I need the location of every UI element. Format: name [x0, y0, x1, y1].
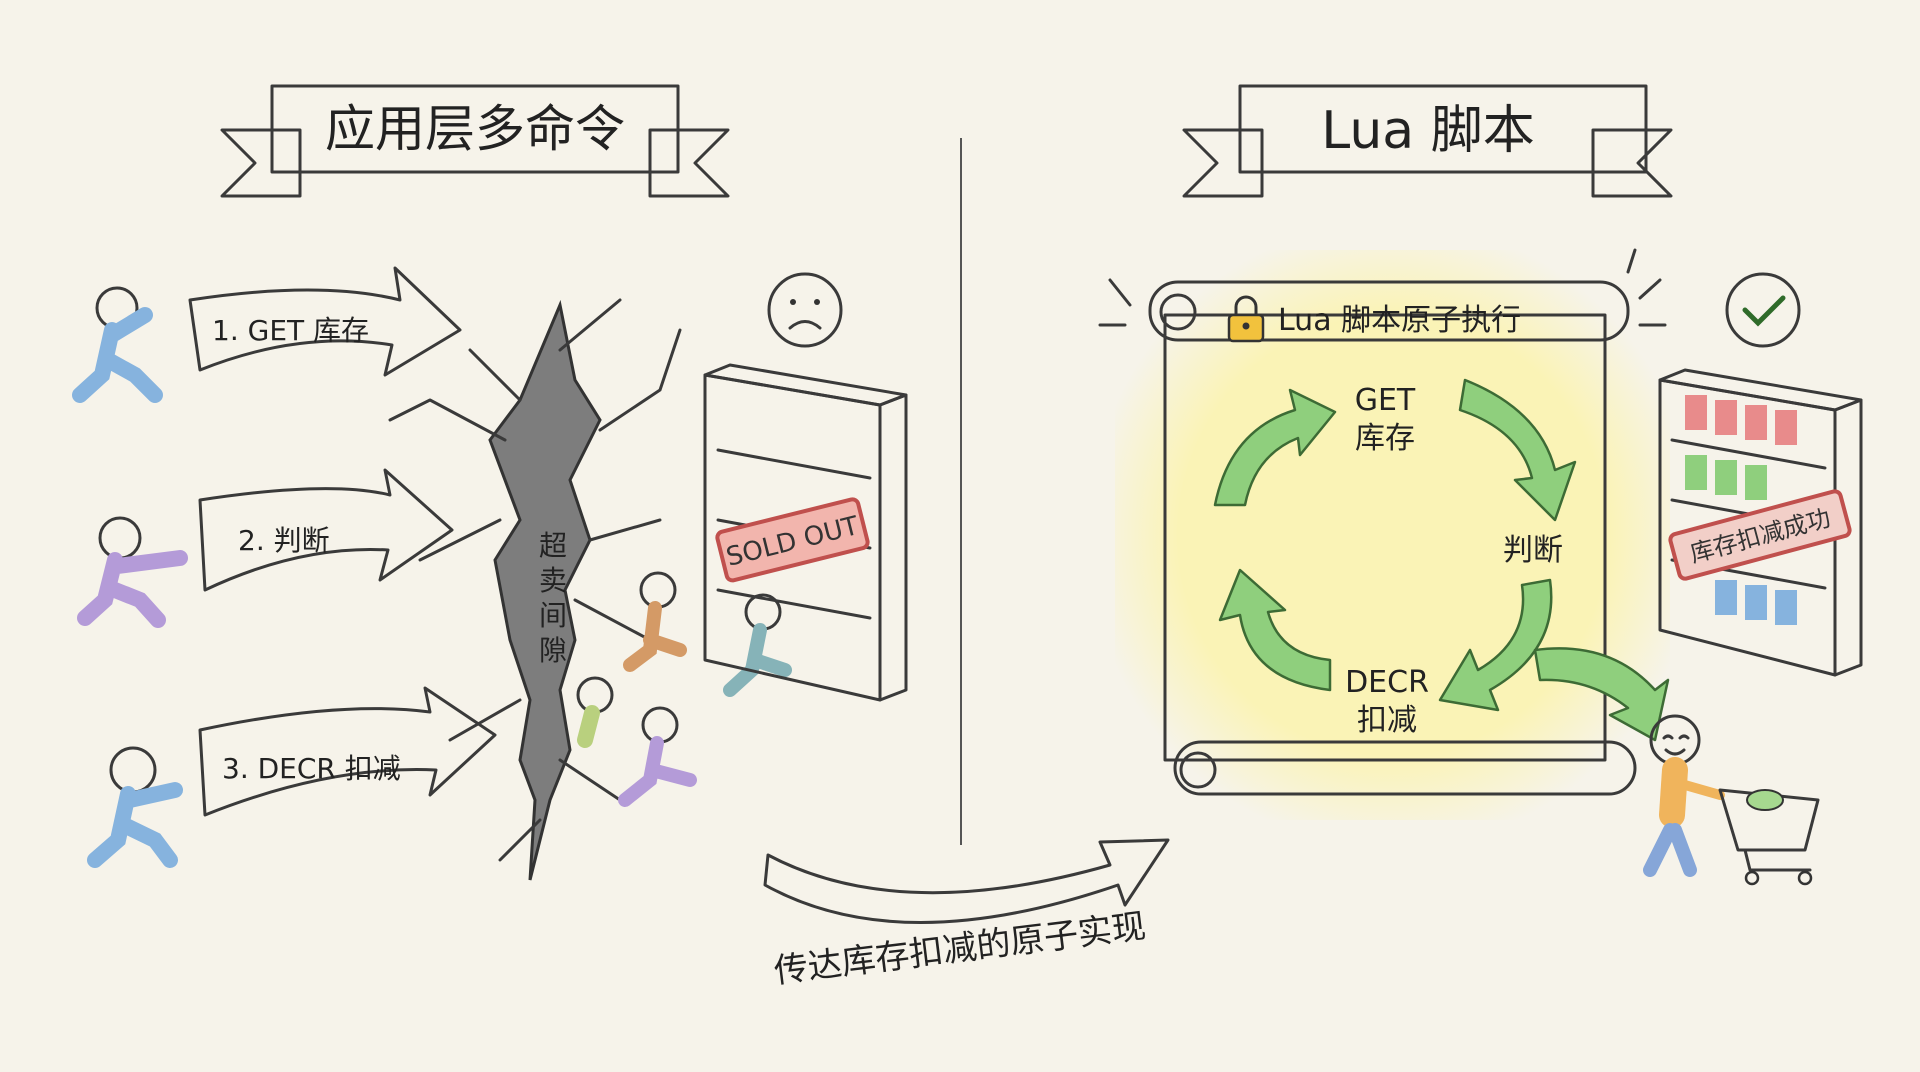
cycle-arrow	[1438, 578, 1553, 712]
step-arrow-judge: 2. 判断	[198, 468, 454, 592]
left-title-banner: 应用层多命令	[220, 84, 730, 198]
crack-label-char: 隙	[539, 634, 567, 667]
check-circle-icon	[1725, 272, 1801, 348]
cycle-get-label-2: 库存	[1355, 421, 1415, 456]
transition-arrow: 传达库存扣减的原子实现	[763, 838, 1170, 992]
step-label: 1. GET 库存	[212, 314, 369, 347]
step-label: 2. 判断	[238, 524, 330, 557]
scroll-title: Lua 脚本原子执行	[1278, 303, 1521, 338]
step-arrow-get: 1. GET 库存	[188, 266, 462, 377]
crack: 超 卖 间 隙	[388, 298, 682, 881]
lua-script-scroll: Lua 脚本原子执行	[1098, 248, 1670, 820]
sold-out-sign: SOLD OUT	[715, 497, 870, 583]
cycle-decr-label: DECR	[1345, 665, 1429, 700]
step-label: 3. DECR 扣减	[222, 752, 401, 785]
sad-face-icon	[767, 272, 843, 348]
crack-label-char: 卖	[539, 564, 567, 597]
cycle-arrow	[1458, 378, 1577, 522]
stocked-shelf	[1658, 368, 1863, 677]
happy-shopper-with-cart	[1643, 714, 1820, 886]
cycle-judge-label: 判断	[1503, 533, 1563, 568]
atomic-cycle	[1213, 378, 1670, 742]
right-title-banner: Lua 脚本	[1182, 84, 1673, 198]
step-arrow-decr: 3. DECR 扣减	[198, 686, 497, 817]
left-title: 应用层多命令	[325, 100, 625, 158]
cycle-arrow	[1218, 568, 1332, 692]
crowd-of-buyers	[576, 571, 792, 807]
crack-label-char: 间	[539, 599, 567, 632]
cycle-decr-label-2: 扣减	[1357, 703, 1417, 738]
lock-icon	[1227, 295, 1265, 343]
empty-bookshelf	[703, 363, 908, 702]
transition-caption: 传达库存扣减的原子实现	[772, 906, 1148, 991]
right-title: Lua 脚本	[1321, 101, 1534, 161]
crack-label-char: 超	[539, 529, 567, 562]
cycle-get-label: GET	[1355, 383, 1416, 418]
cycle-arrow	[1213, 388, 1337, 507]
exit-arrow	[1533, 647, 1670, 742]
worried-person-1	[72, 286, 163, 403]
pointing-person-2	[77, 516, 188, 628]
angry-person-3	[87, 746, 183, 868]
